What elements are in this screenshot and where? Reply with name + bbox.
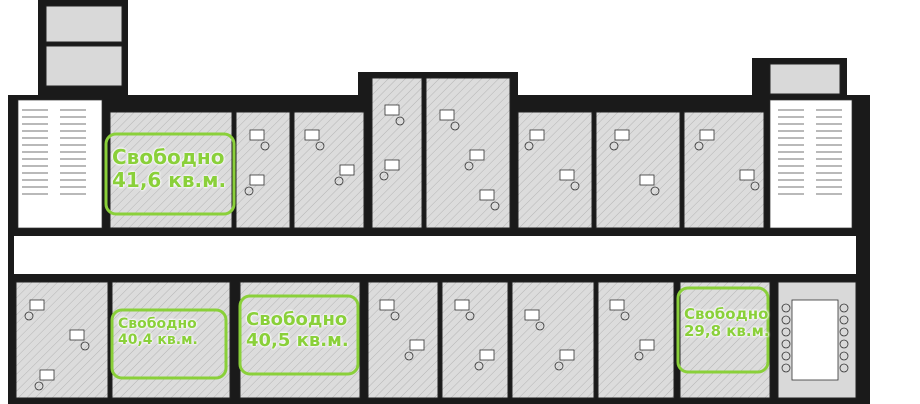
unit-4-outline[interactable] [676, 286, 770, 374]
desk [304, 129, 320, 141]
desk [614, 129, 630, 141]
stairwell-left [17, 99, 103, 229]
unit-2-outline[interactable] [110, 308, 228, 380]
chair [404, 351, 414, 361]
chair [781, 327, 791, 337]
chair [450, 121, 460, 131]
chair [244, 186, 254, 196]
desk [699, 129, 715, 141]
chair [34, 381, 44, 391]
chair [524, 141, 534, 151]
desk [524, 309, 540, 321]
chair [620, 311, 630, 321]
desk [29, 299, 45, 311]
chair [80, 341, 90, 351]
bottom-wing [15, 281, 857, 399]
chair [260, 141, 270, 151]
desk [379, 299, 395, 311]
chair [839, 363, 849, 373]
chair [839, 315, 849, 325]
chair [634, 351, 644, 361]
chair [839, 303, 849, 313]
chair [24, 311, 34, 321]
desk [409, 339, 425, 351]
chair [609, 141, 619, 151]
chair [781, 351, 791, 361]
desk [439, 109, 455, 121]
chair [650, 186, 660, 196]
desk [339, 164, 355, 176]
desk [639, 339, 655, 351]
stair-treads [22, 109, 842, 195]
conference-table [791, 299, 839, 381]
chair [839, 351, 849, 361]
chair [474, 361, 484, 371]
chair [490, 201, 500, 211]
chair [839, 339, 849, 349]
chair [465, 311, 475, 321]
stairwell-right [769, 99, 853, 229]
chair [334, 176, 344, 186]
desk [609, 299, 625, 311]
desk [529, 129, 545, 141]
chair [750, 181, 760, 191]
desk [559, 349, 575, 361]
top-wing [17, 5, 853, 229]
unit-1-outline[interactable] [104, 132, 236, 216]
desk [559, 169, 575, 181]
desk [39, 369, 55, 381]
desk [639, 174, 655, 186]
desk [479, 349, 495, 361]
chair [781, 363, 791, 373]
furniture [24, 104, 849, 391]
desk [249, 174, 265, 186]
chair [535, 321, 545, 331]
desk [479, 189, 495, 201]
desk [249, 129, 265, 141]
chair [570, 181, 580, 191]
desk [739, 169, 755, 181]
desk [454, 299, 470, 311]
desk [469, 149, 485, 161]
chair [694, 141, 704, 151]
unit-3-outline[interactable] [238, 294, 360, 376]
chair [395, 116, 405, 126]
chair [781, 315, 791, 325]
chair [390, 311, 400, 321]
chair [781, 339, 791, 349]
free-unit-highlights [104, 132, 770, 380]
desk [69, 329, 85, 341]
desk [384, 159, 400, 171]
chair [781, 303, 791, 313]
desk [384, 104, 400, 116]
corridor [14, 236, 856, 274]
chair [464, 161, 474, 171]
chair [554, 361, 564, 371]
chair [839, 327, 849, 337]
chair [379, 171, 389, 181]
chair [315, 141, 325, 151]
